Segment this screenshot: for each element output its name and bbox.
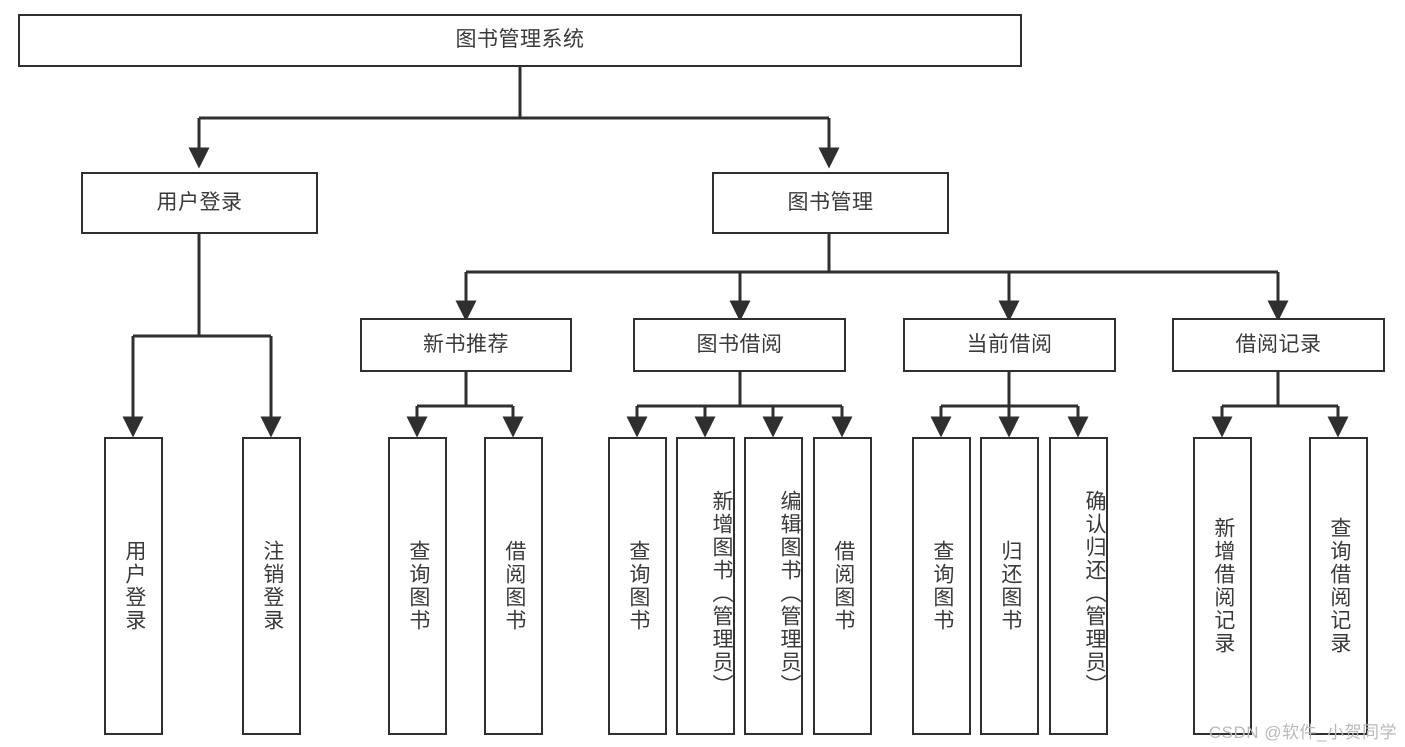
node-leaf-add-book[interactable]: 新增图书（管理员） xyxy=(676,437,735,735)
node-user-login-label: 用户登录 xyxy=(156,190,243,214)
node-leaf-confirm-return[interactable]: 确认归还（管理员） xyxy=(1049,437,1108,735)
node-leaf-logout-label: 注销登录 xyxy=(260,540,284,632)
node-leaf-return-book[interactable]: 归还图书 xyxy=(980,437,1039,735)
node-leaf-query-book-2[interactable]: 查询图书 xyxy=(608,437,667,735)
csdn-watermark: CSDN @软件_小贺同学 xyxy=(1208,723,1397,742)
node-leaf-edit-book[interactable]: 编辑图书（管理员） xyxy=(744,437,803,735)
node-leaf-query-book-1-label: 查询图书 xyxy=(406,540,430,632)
node-new-book-rec-label: 新书推荐 xyxy=(423,332,509,356)
node-leaf-query-record-label: 查询借阅记录 xyxy=(1327,517,1351,655)
node-leaf-confirm-return-label: 确认归还（管理员） xyxy=(1083,489,1106,697)
node-root[interactable]: 图书管理系统 xyxy=(18,14,1022,67)
node-leaf-add-record[interactable]: 新增借阅记录 xyxy=(1193,437,1252,735)
node-leaf-query-record[interactable]: 查询借阅记录 xyxy=(1309,437,1368,735)
node-new-book-rec[interactable]: 新书推荐 xyxy=(360,318,572,372)
node-root-label: 图书管理系统 xyxy=(455,28,585,52)
node-leaf-borrow-book-1[interactable]: 借阅图书 xyxy=(484,437,543,735)
node-book-borrow-label: 图书借阅 xyxy=(696,332,783,356)
node-leaf-borrow-book-2[interactable]: 借阅图书 xyxy=(813,437,872,735)
node-leaf-borrow-book-2-label: 借阅图书 xyxy=(831,540,855,632)
node-leaf-return-book-label: 归还图书 xyxy=(998,540,1022,632)
node-borrow-record[interactable]: 借阅记录 xyxy=(1172,318,1385,372)
node-leaf-add-record-label: 新增借阅记录 xyxy=(1211,517,1235,655)
node-leaf-query-book-3[interactable]: 查询图书 xyxy=(912,437,971,735)
node-book-mgmt[interactable]: 图书管理 xyxy=(712,172,949,234)
node-leaf-query-book-2-label: 查询图书 xyxy=(626,540,650,632)
node-leaf-query-book-1[interactable]: 查询图书 xyxy=(388,437,447,735)
node-current-borrow-label: 当前借阅 xyxy=(966,332,1053,356)
node-leaf-user-login[interactable]: 用户登录 xyxy=(104,437,163,735)
node-leaf-query-book-3-label: 查询图书 xyxy=(930,540,954,632)
node-leaf-edit-book-label: 编辑图书（管理员） xyxy=(778,489,801,697)
node-user-login[interactable]: 用户登录 xyxy=(81,172,318,234)
node-leaf-user-login-label: 用户登录 xyxy=(122,540,146,632)
node-borrow-record-label: 借阅记录 xyxy=(1235,332,1322,356)
node-current-borrow[interactable]: 当前借阅 xyxy=(903,318,1116,372)
node-book-mgmt-label: 图书管理 xyxy=(787,190,874,214)
node-leaf-logout[interactable]: 注销登录 xyxy=(242,437,301,735)
node-book-borrow[interactable]: 图书借阅 xyxy=(633,318,846,372)
node-leaf-borrow-book-1-label: 借阅图书 xyxy=(502,540,526,632)
node-leaf-add-book-label: 新增图书（管理员） xyxy=(710,489,733,697)
